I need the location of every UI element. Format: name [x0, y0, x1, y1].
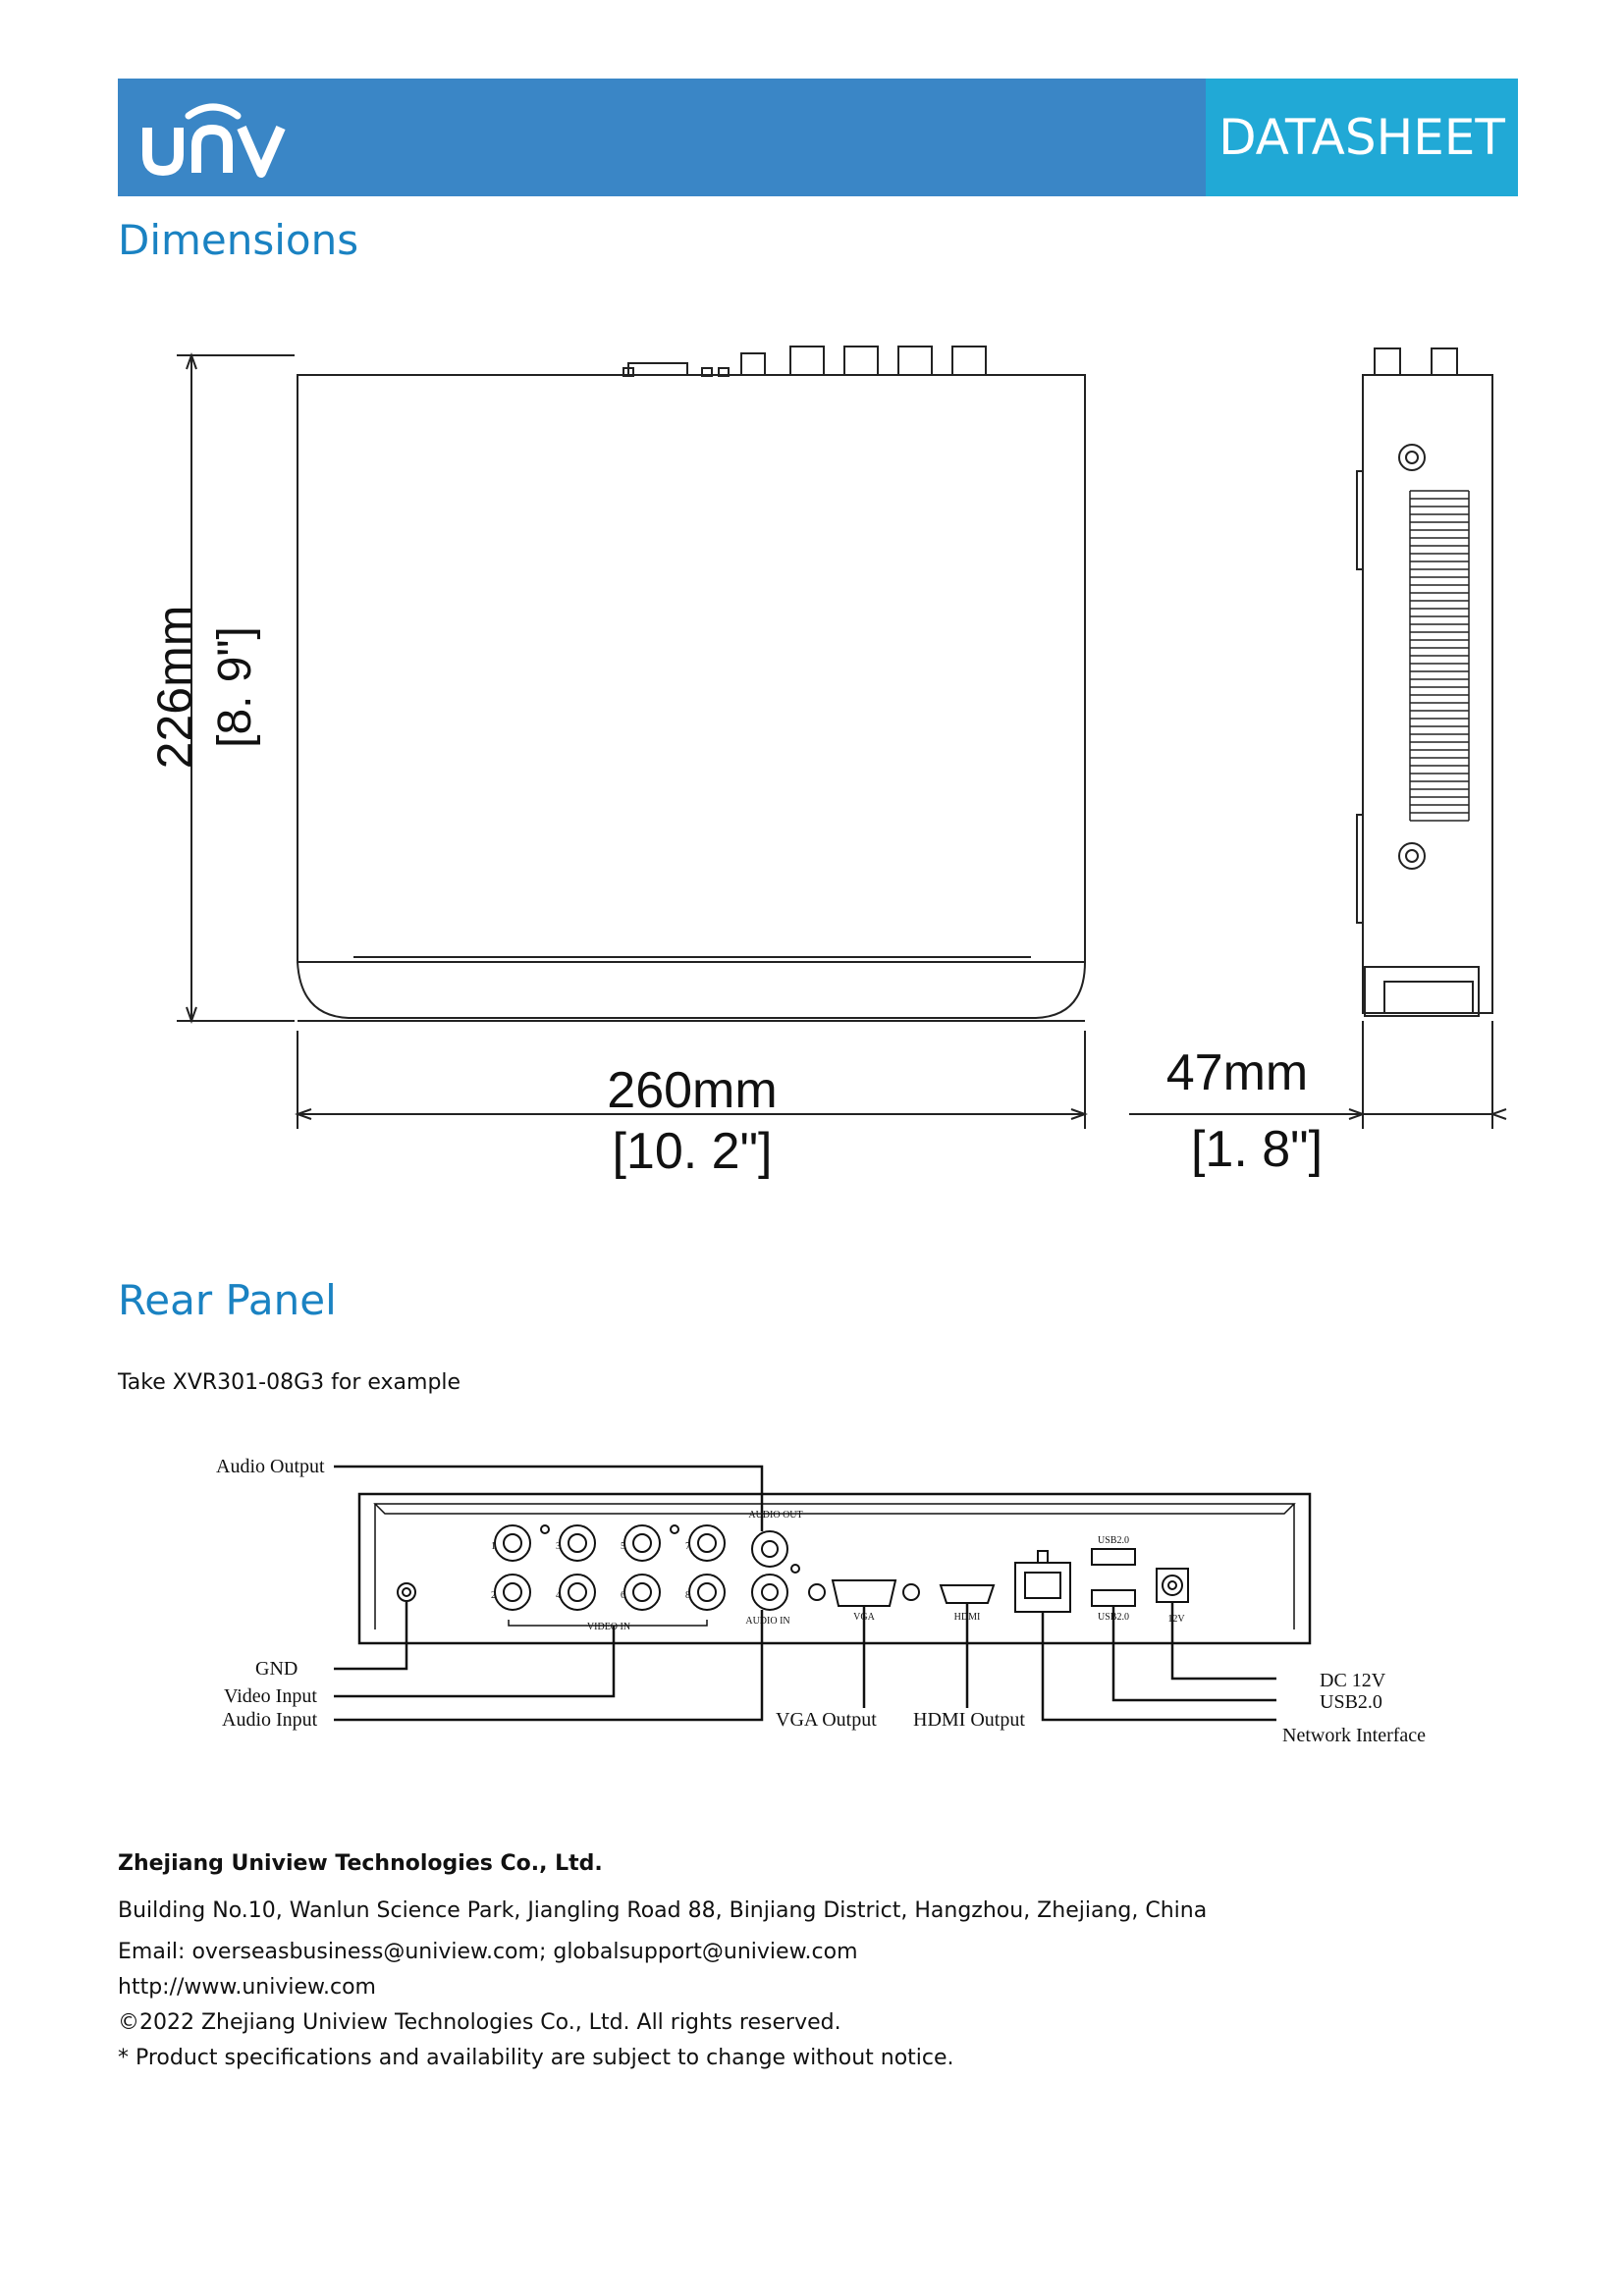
height-in-label: [8. 9"] — [209, 626, 261, 748]
copyright: ©2022 Zhejiang Uniview Technologies Co.,… — [118, 2010, 841, 2035]
company-address: Building No.10, Wanlun Science Park, Jia… — [118, 1898, 1208, 1923]
channel-7-label: 7 — [685, 1541, 690, 1552]
company-website: http://www.uniview.com — [118, 1975, 376, 2000]
depth-in-label: [1. 8"] — [1191, 1121, 1323, 1178]
panel-power-label: 12V — [1167, 1614, 1185, 1625]
disclaimer: * Product specifications and availabilit… — [118, 2046, 954, 2070]
channel-5-label: 5 — [621, 1541, 625, 1552]
callout-vga-output: VGA Output — [776, 1709, 877, 1731]
callout-dc12v: DC 12V — [1320, 1670, 1386, 1691]
dimensions-heading: Dimensions — [118, 216, 359, 264]
panel-video-in-label: VIDEO IN — [587, 1622, 630, 1632]
datasheet-label: DATASHEET — [1206, 79, 1518, 196]
callout-hdmi-output: HDMI Output — [913, 1709, 1025, 1731]
company-name: Zhejiang Uniview Technologies Co., Ltd. — [118, 1851, 603, 1876]
panel-usb-top-label: USB2.0 — [1098, 1535, 1129, 1546]
callout-usb: USB2.0 — [1320, 1691, 1382, 1713]
callout-gnd: GND — [255, 1658, 298, 1680]
unv-logo: unv — [142, 103, 286, 178]
channel-4-label: 4 — [556, 1590, 561, 1601]
callout-audio-input: Audio Input — [222, 1709, 318, 1731]
device-top-view — [297, 374, 1086, 963]
channel-8-label: 8 — [685, 1590, 690, 1601]
panel-audio-in-label: AUDIO IN — [745, 1616, 789, 1627]
channel-3-label: 3 — [556, 1541, 561, 1552]
channel-1-label: 1 — [491, 1541, 496, 1552]
depth-mm-label: 47mm — [1166, 1044, 1308, 1101]
rear-panel-heading: Rear Panel — [118, 1276, 337, 1324]
width-mm-label: 260mm — [607, 1062, 777, 1119]
channel-6-label: 6 — [621, 1590, 625, 1601]
device-side-view — [1362, 374, 1493, 1014]
panel-audio-out-label: AUDIO OUT — [748, 1510, 802, 1521]
dimensions-drawing: 226mm [8. 9"] 260mm [10. 2"] 47mm [1. 8"… — [147, 346, 1507, 1180]
callout-audio-output: Audio Output — [216, 1456, 325, 1477]
channel-2-label: 2 — [491, 1590, 496, 1601]
callout-network: Network Interface — [1282, 1725, 1426, 1746]
company-email: Email: overseasbusiness@uniview.com; glo… — [118, 1940, 858, 1964]
width-in-label: [10. 2"] — [612, 1123, 772, 1180]
height-mm-label: 226mm — [147, 606, 202, 770]
rear-panel-diagram: AUDIO OUT AUDIO IN VIDEO IN VGA HDMI USB… — [216, 1456, 1426, 1746]
rear-panel-note: Take XVR301-08G3 for example — [118, 1370, 461, 1395]
header-banner: unv DATASHEET — [118, 79, 1518, 196]
callout-video-input: Video Input — [224, 1685, 317, 1707]
